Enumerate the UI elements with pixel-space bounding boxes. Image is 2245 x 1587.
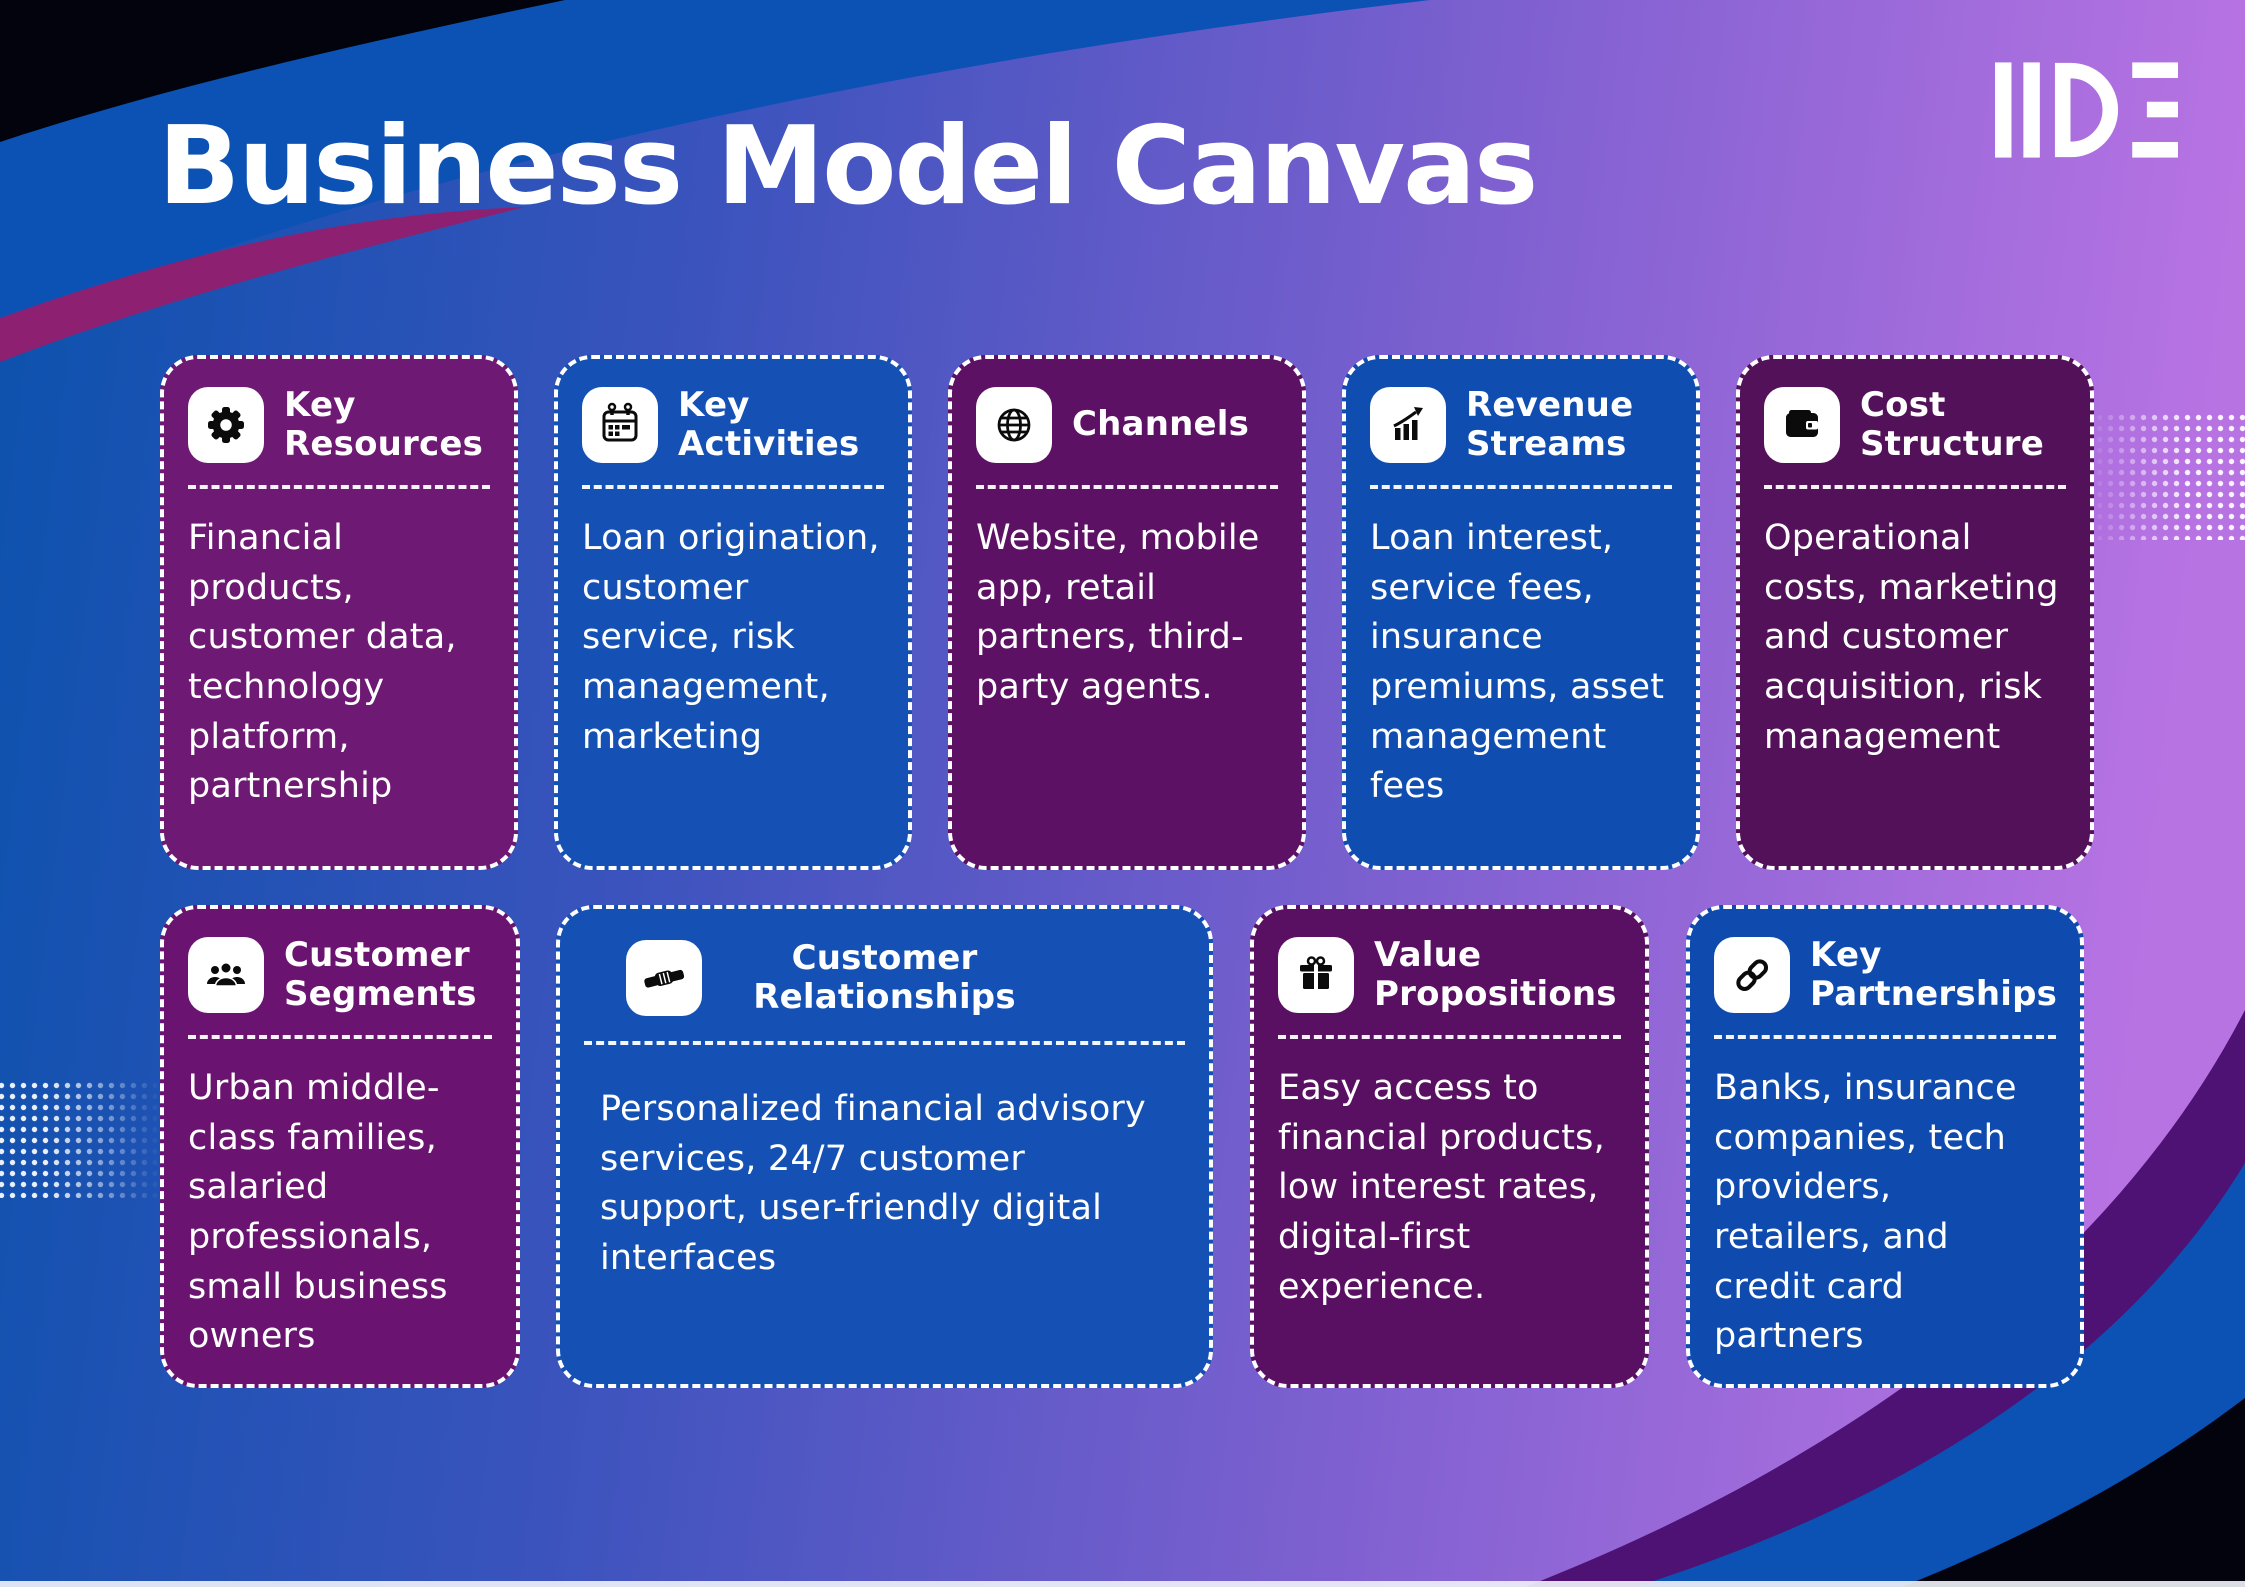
card-title-line: Partnerships	[1810, 974, 2058, 1014]
page-title: Business Model Canvas	[158, 104, 1538, 229]
people-icon	[188, 937, 264, 1013]
card-body-text: Easy access to financial products, low i…	[1278, 1068, 1605, 1307]
card-header: Channels	[976, 385, 1278, 465]
card-title-line: Segments	[284, 974, 477, 1014]
card-title-line: Customer	[791, 937, 978, 978]
halftone-dots-right	[2083, 412, 2245, 540]
card-title-line: Resources	[284, 424, 484, 464]
card-body-text: Operational costs, marketing and custome…	[1764, 518, 2059, 757]
card-body-text: Financial products, customer data, techn…	[188, 518, 457, 807]
card-title-line: Streams	[1466, 424, 1627, 464]
dashed-separator	[1714, 1035, 2056, 1039]
card-title-line: Key	[284, 384, 356, 425]
card-title-line: Relationships	[753, 977, 1016, 1017]
card-title-line: Customer	[284, 934, 470, 975]
calendar-icon	[582, 387, 658, 463]
iide-logo	[1995, 58, 2178, 162]
dashed-separator	[582, 485, 884, 489]
dashed-separator	[1278, 1035, 1621, 1039]
dashed-separator	[188, 485, 490, 489]
card-body-text: Personalized financial advisory services…	[600, 1089, 1146, 1279]
card-body-text: Website, mobile app, retail partners, th…	[976, 518, 1260, 708]
card-title-line: Propositions	[1374, 974, 1617, 1014]
card-title-line: Structure	[1860, 424, 2044, 464]
top-band-magenta	[0, 207, 525, 362]
card-body-text: Loan interest, service fees, insurance p…	[1370, 518, 1665, 807]
card-title-line: Cost	[1860, 384, 1946, 425]
card-title-line: Activities	[678, 424, 860, 464]
card-title-line: Value	[1374, 934, 1482, 975]
card-body-text: Urban middle-class families, salaried pr…	[188, 1068, 448, 1357]
halftone-dots-left	[0, 1080, 168, 1198]
card-body-text: Loan origination, customer service, risk…	[582, 518, 880, 757]
chain-link-icon	[1714, 937, 1790, 1013]
card-title-line: Channels	[1072, 404, 1250, 445]
bottom-corner-black	[1902, 1398, 2245, 1587]
wallet-icon	[1764, 387, 1840, 463]
gear-icon	[188, 387, 264, 463]
dashed-separator	[976, 485, 1278, 489]
dashed-separator	[188, 1035, 492, 1039]
gift-icon	[1278, 937, 1354, 1013]
card-title-line: Revenue	[1466, 384, 1634, 425]
dashed-separator	[584, 1041, 1185, 1045]
card-body-text: Banks, insurance companies, tech provide…	[1714, 1068, 2017, 1357]
dashed-separator	[1764, 485, 2066, 489]
card-title: Channels	[1072, 404, 1250, 445]
globe-icon	[976, 387, 1052, 463]
card-title-line: Key	[1810, 934, 1882, 975]
growth-chart-icon	[1370, 387, 1446, 463]
card-title-line: Key	[678, 384, 750, 425]
dashed-separator	[1370, 485, 1672, 489]
bottom-strip	[0, 1581, 2245, 1587]
handshake-icon	[626, 940, 702, 1016]
